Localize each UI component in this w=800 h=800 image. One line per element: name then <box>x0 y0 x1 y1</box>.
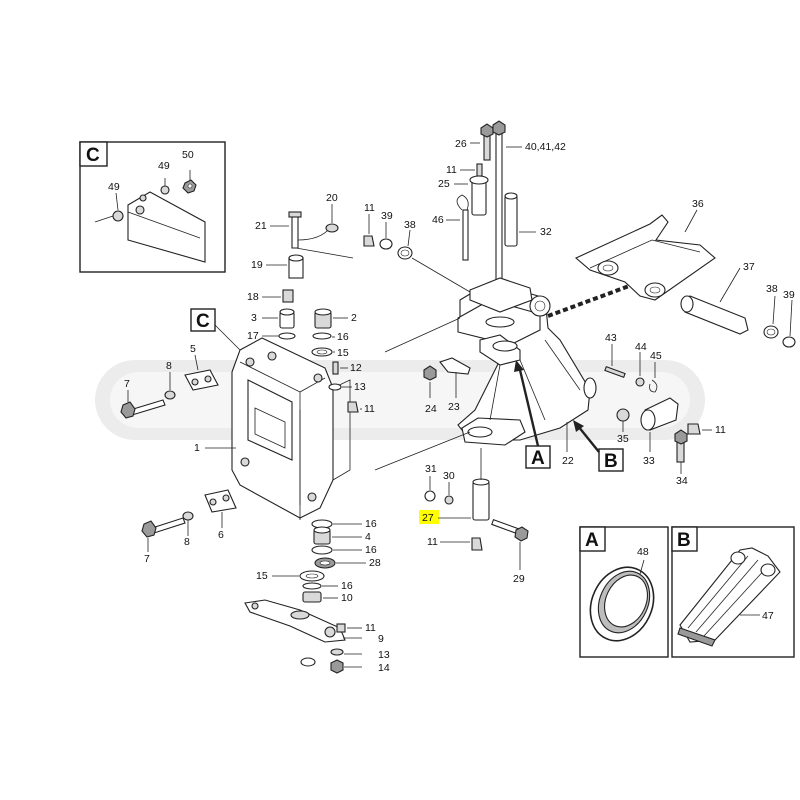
callout-c: C <box>196 311 210 332</box>
label-49-lower: 49 <box>108 181 120 193</box>
label-2: 2 <box>351 312 357 324</box>
label-14: 14 <box>378 662 390 674</box>
label-29: 29 <box>513 573 525 585</box>
label-38-left: 38 <box>404 219 416 231</box>
label-15-upper: 15 <box>337 347 349 359</box>
label-4: 4 <box>365 531 371 543</box>
inset-a: A 48 <box>579 526 669 658</box>
label-38-right: 38 <box>766 283 778 295</box>
label-47: 47 <box>762 610 774 622</box>
guide-line-upper <box>384 317 461 353</box>
label-23: 23 <box>448 401 460 413</box>
label-24: 24 <box>425 403 437 415</box>
label-3: 3 <box>251 312 257 324</box>
label-10: 10 <box>341 592 353 604</box>
label-45: 45 <box>650 350 662 362</box>
label-31: 31 <box>425 463 437 475</box>
label-26: 26 <box>455 138 467 150</box>
label-40-41-42: 40,41,42 <box>525 141 566 153</box>
label-35: 35 <box>617 433 629 445</box>
label-11-right: 11 <box>715 424 726 436</box>
frame-assembly: 1 C 21 20 19 18 3 17 2 16 <box>120 192 390 674</box>
label-15-lower: 15 <box>256 570 268 582</box>
label-9: 9 <box>378 633 384 645</box>
label-7-upper: 7 <box>124 378 130 390</box>
label-37: 37 <box>743 261 755 273</box>
inset-c: C 50 49 49 <box>79 141 226 273</box>
inset-b-title: B <box>677 530 691 551</box>
label-43: 43 <box>605 332 617 344</box>
label-21: 21 <box>255 220 267 232</box>
guide-line-top <box>295 247 354 259</box>
label-17: 17 <box>247 330 259 342</box>
label-11-arm: 11 <box>365 622 376 634</box>
label-46: 46 <box>432 214 444 226</box>
callout-a: A <box>531 448 545 469</box>
label-16-upper: 16 <box>337 331 349 343</box>
label-12: 12 <box>350 362 362 374</box>
label-8-upper: 8 <box>166 360 172 372</box>
label-20: 20 <box>326 192 338 204</box>
label-30: 30 <box>443 470 455 482</box>
label-1: 1 <box>194 442 200 454</box>
callout-b: B <box>604 451 618 472</box>
label-11-top: 11 <box>446 164 457 176</box>
label-27-highlight <box>419 510 439 524</box>
label-11-ring: 11 <box>364 202 375 214</box>
label-49-upper: 49 <box>158 160 170 172</box>
label-18: 18 <box>247 291 259 303</box>
label-7-lower: 7 <box>144 553 150 565</box>
label-8-lower: 8 <box>184 536 190 548</box>
label-39-right: 39 <box>783 289 795 301</box>
label-13-lower: 13 <box>378 649 390 661</box>
label-19: 19 <box>251 259 263 271</box>
inset-a-title: A <box>585 530 599 551</box>
label-36: 36 <box>692 198 704 210</box>
label-34: 34 <box>676 475 688 487</box>
label-6: 6 <box>218 529 224 541</box>
label-16-lower-c: 16 <box>341 580 353 592</box>
label-33: 33 <box>643 455 655 467</box>
label-11-lower: 11 <box>427 536 438 548</box>
center-assembly: 26 40,41,42 11 25 46 32 11 39 38 <box>363 120 641 585</box>
label-16-lower-b: 16 <box>365 544 377 556</box>
label-27: 27 <box>422 512 434 524</box>
inset-c-title: C <box>86 145 100 166</box>
label-39-left: 39 <box>381 210 393 222</box>
label-25: 25 <box>438 178 450 190</box>
inset-b: B 47 <box>671 526 795 658</box>
label-28: 28 <box>369 557 381 569</box>
label-11-frame: 11 <box>364 403 375 415</box>
label-13-upper: 13 <box>354 381 366 393</box>
label-48: 48 <box>637 546 649 558</box>
label-5: 5 <box>190 343 196 355</box>
linkage-assembly: 36 37 38 39 43 44 45 35 33 11 <box>574 198 796 487</box>
label-22: 22 <box>562 455 574 467</box>
label-16-lower-a: 16 <box>365 518 377 530</box>
label-32: 32 <box>540 226 552 238</box>
label-44: 44 <box>635 341 647 353</box>
label-50: 50 <box>182 149 194 161</box>
